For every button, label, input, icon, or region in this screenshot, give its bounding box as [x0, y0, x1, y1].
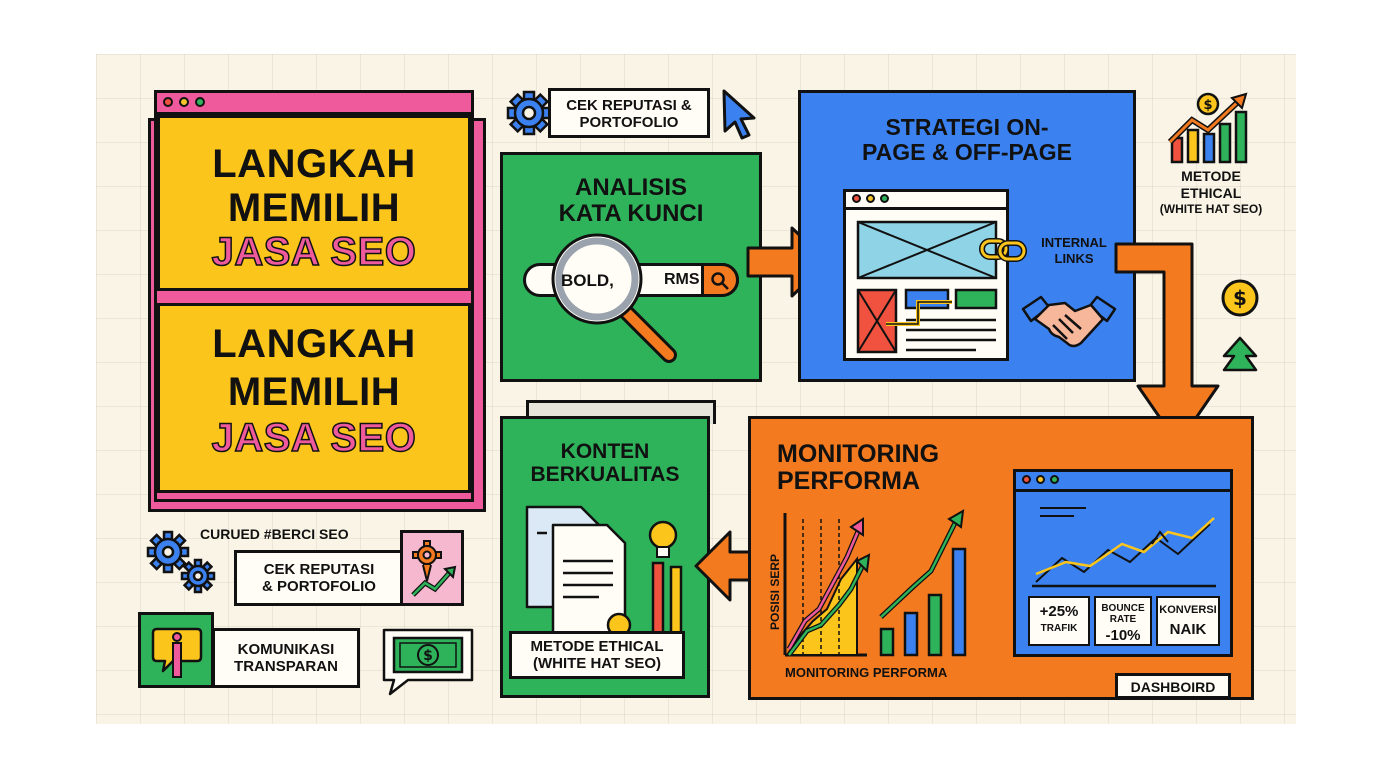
up-arrow-icon [1222, 336, 1258, 372]
dashboard-window: +25% TRAFIK BOUNCE RATE -10% KONVERSI NA… [1013, 469, 1233, 657]
serp-chart [783, 509, 967, 657]
search-icon [711, 272, 729, 290]
gears-icon [146, 530, 216, 594]
stat-trafik-value: +25% [1039, 603, 1079, 620]
title-line-2-repeat: MEMILIH [227, 370, 401, 414]
title-panel-top: LANGKAH MEMILIH JASA SEO [157, 115, 471, 291]
stat-konversi-value: NAIK [1169, 621, 1207, 638]
monitoring-caption: MONITORING PERFORMA [785, 665, 948, 680]
konten-note-line-1: METODE ETHICAL [530, 638, 664, 655]
gear-icon [506, 90, 552, 136]
search-button[interactable] [701, 263, 739, 297]
dashboard-dot-yellow [1036, 475, 1045, 484]
serp-axis-label: POSISI SERP [768, 553, 782, 631]
infographic-canvas: LANGKAH MEMILIH JASA SEO LANGKAH MEMILIH… [96, 54, 1296, 724]
cursor-icon [722, 89, 756, 140]
title-line-2: MEMILIH [227, 186, 401, 230]
info-person-icon [151, 627, 203, 678]
monitoring-panel: MONITORING PERFORMA POSISI SERP [748, 416, 1254, 700]
webpage-dot-yellow [866, 194, 875, 203]
dashboard-dot-green [1050, 475, 1059, 484]
magnifier-icon [551, 233, 677, 363]
webpage-dot-red [852, 194, 861, 203]
webpage-titlebar [846, 192, 1006, 210]
top-note-line-1: CEK REPUTASI & [566, 97, 692, 114]
komunikasi-line-2: TRANSPARAN [234, 658, 338, 676]
strategi-panel: STRATEGI ON- PAGE & OFF-PAGE [798, 90, 1136, 382]
money-bubble-icon: $ [382, 628, 474, 696]
analisis-panel: ANALISIS KATA KUNCI RMS BOLD, [500, 152, 762, 382]
curued-label: CURUED #BERCI SEO [200, 526, 349, 542]
search-tail-text: RMS [664, 271, 700, 288]
title-line-3-repeat: JASA SEO [211, 416, 417, 460]
top-note-box: CEK REPUTASI & PORTOFOLIO [548, 88, 710, 138]
konten-heading-1: KONTEN [560, 440, 650, 463]
title-window-titlebar [157, 93, 471, 115]
stat-trafik-label: TRAFIK [1040, 623, 1078, 634]
webpage-wireframe [856, 220, 998, 354]
cek-reputasi-line-1: CEK REPUTASI [263, 561, 375, 578]
title-panel-bottom: LANGKAH MEMILIH JASA SEO [157, 303, 471, 493]
monitoring-heading-1: MONITORING [777, 440, 940, 468]
konten-note-line-2: (WHITE HAT SEO) [532, 655, 662, 673]
analisis-heading-2: KATA KUNCI [558, 199, 704, 227]
stat-card-konversi: KONVERSI NAIK [1156, 596, 1220, 646]
window-close-dot [163, 97, 173, 107]
komunikasi-box: KOMUNIKASI TRANSPARAN [212, 628, 360, 688]
internal-links-label: INTERNAL LINKS [1027, 235, 1121, 266]
award-tile [400, 530, 464, 606]
chain-link-icon [979, 238, 1027, 262]
stat-bounce-value: -10% [1105, 627, 1141, 644]
stat-bounce-label: BOUNCE RATE [1101, 603, 1145, 625]
documents-icon [525, 505, 683, 650]
cek-reputasi-line-2: & PORTOFOLIO [262, 578, 376, 596]
monitoring-heading-2: PERFORMA [777, 467, 921, 495]
svg-text:$: $ [1233, 286, 1247, 310]
title-line-3: JASA SEO [211, 230, 417, 274]
window-maximize-dot [195, 97, 205, 107]
konten-panel: KONTEN BERKUALITAS METODE ETHICAL (WHITE… [500, 416, 710, 698]
ethical-top-line-1: METODE [1181, 168, 1241, 184]
flow-arrow-2 [1114, 242, 1220, 446]
komunikasi-line-1: KOMUNIKASI [237, 641, 335, 658]
dashboard-dot-red [1022, 475, 1031, 484]
analisis-heading-1: ANALISIS [574, 174, 687, 201]
title-window: LANGKAH MEMILIH JASA SEO LANGKAH MEMILIH… [154, 90, 474, 502]
stat-card-trafik: +25% TRAFIK [1028, 596, 1090, 646]
window-minimize-dot [179, 97, 189, 107]
ethical-top-line-3: (WHITE HAT SEO) [1159, 201, 1263, 216]
dollar-coin-icon: $ [1221, 279, 1259, 317]
stat-konversi-label: KONVERSI [1159, 604, 1217, 616]
konten-heading-2: BERKUALITAS [530, 462, 680, 486]
top-note-line-2: PORTOFOLIO [579, 114, 679, 132]
webpage-window [843, 189, 1009, 361]
internal-links-line-2: LINKS [1054, 250, 1094, 266]
info-tile [138, 612, 214, 688]
dashboard-titlebar [1016, 472, 1230, 492]
award-growth-icon [411, 540, 457, 597]
flow-arrow-3 [694, 530, 756, 602]
dashboard-line-chart [1032, 507, 1216, 588]
strategi-heading-1: STRATEGI ON- [885, 114, 1049, 140]
title-line-1: LANGKAH [212, 142, 416, 186]
webpage-dot-green [880, 194, 889, 203]
ethical-top-line-2: ETHICAL [1180, 184, 1242, 201]
strategi-heading-2: PAGE & OFF-PAGE [862, 138, 1072, 165]
handshake-icon [1021, 295, 1117, 348]
ethical-top-label: METODE ETHICAL (WHITE HAT SEO) [1146, 168, 1276, 216]
title-line-1-repeat: LANGKAH [212, 322, 416, 366]
svg-text:$: $ [1203, 98, 1212, 113]
stat-card-bounce: BOUNCE RATE -10% [1094, 596, 1152, 646]
svg-text:$: $ [423, 648, 433, 664]
cek-reputasi-box: CEK REPUTASI & PORTOFOLIO [234, 550, 404, 606]
dashboard-label: DASHBOIRD [1115, 673, 1231, 699]
konten-note-box: METODE ETHICAL (WHITE HAT SEO) [509, 631, 685, 679]
growth-chart-icon: $ [1167, 92, 1248, 164]
internal-links-line-1: INTERNAL [1041, 235, 1107, 250]
search-keyword-text: BOLD, [561, 271, 614, 290]
